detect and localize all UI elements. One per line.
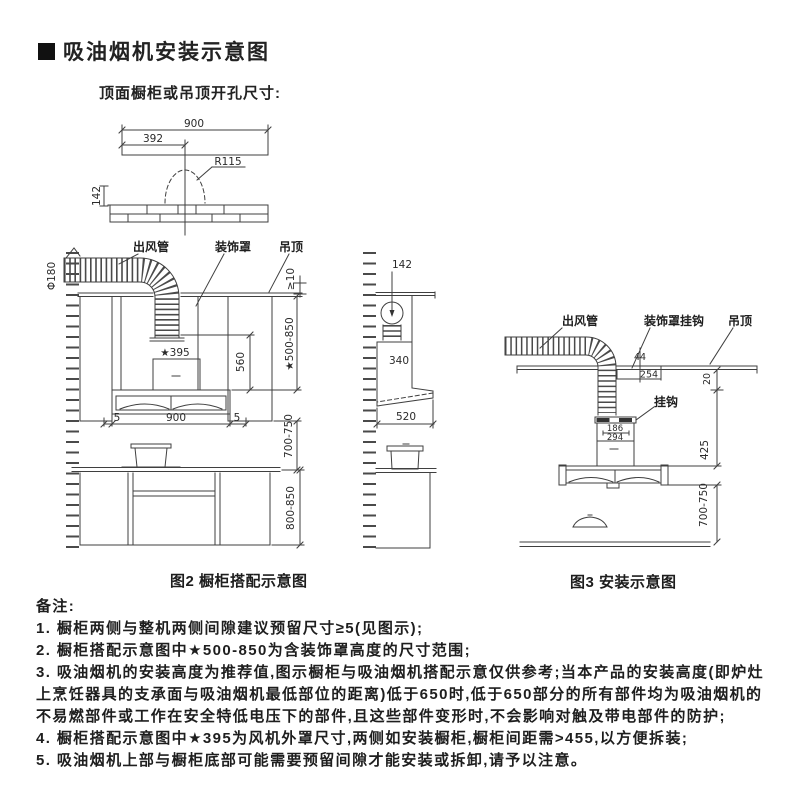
svg-text:560: 560 — [235, 352, 247, 372]
duct-sides — [382, 324, 402, 341]
label-ceiling: 吊顶 — [728, 314, 752, 328]
hood-body — [558, 464, 669, 489]
svg-text:425: 425 — [699, 440, 711, 460]
dim-900-label: 900 — [184, 118, 204, 130]
dim-total-width: 900 — [118, 118, 272, 156]
dim-chimney-height: 560 — [180, 331, 255, 394]
note-item: 3. 吸油烟机的安装高度为推荐值,图示橱柜与吸油烟机搭配示意仅供参考;当本产品的… — [36, 664, 765, 725]
hanger-bracket — [594, 416, 637, 424]
dim-duct-diameter: Φ180 — [46, 262, 58, 290]
hood-profile — [376, 341, 434, 407]
page-subtitle: 顶面橱柜或吊顶开孔尺寸: — [99, 85, 281, 102]
page-title: 吸油烟机安装示意图 — [38, 36, 270, 66]
left-cabinet — [79, 296, 113, 422]
label-hook-leader — [635, 406, 655, 421]
label-duct-leader — [539, 327, 563, 349]
note-item: 4. 橱柜搭配示意图中★395为风机外罩尺寸,两侧如安装橱柜,橱柜间距需>455… — [36, 730, 689, 747]
flexible-duct — [63, 257, 185, 342]
dim-hood-to-counter: 700-750 — [273, 414, 302, 474]
dim-ceiling-to-hood: 425 — [667, 389, 722, 470]
dim-fan-housing-width: ★395 — [160, 347, 189, 359]
dim-cover-height-range: ★500-850 — [231, 292, 302, 394]
dim-gap-right: 5 — [234, 412, 241, 424]
countertop — [71, 467, 281, 472]
duct-circle — [380, 301, 404, 325]
flexible-duct — [504, 336, 617, 416]
dim-cover-depth: 254 — [640, 370, 658, 381]
dim-body-depth: 520 — [373, 399, 437, 429]
svg-text:142: 142 — [392, 259, 412, 271]
svg-text:700-750: 700-750 — [283, 414, 295, 458]
svg-text:20: 20 — [702, 373, 713, 385]
dim-counter-height: 800-850 — [271, 466, 305, 549]
svg-text:520: 520 — [396, 411, 416, 423]
decorative-cover — [120, 296, 199, 391]
title-square-icon — [38, 42, 55, 60]
opening-drawing: 900 392 R115 142 — [91, 118, 272, 236]
side-view-drawing: 142 340 520 — [363, 252, 437, 549]
fig3-caption: 图3 安装示意图 — [570, 574, 677, 591]
label-ceiling-leader — [709, 327, 734, 365]
svg-text:700-750: 700-750 — [698, 483, 710, 527]
note-item: 1. 橱柜两侧与整机两侧间隙建议预留尺寸≥5(见图示); — [36, 620, 424, 637]
label-ceiling: 吊顶 — [279, 240, 303, 254]
dim-ceiling-gap: 20 — [702, 366, 724, 394]
notes-section: 备注: 1. 橱柜两侧与整机两侧间隙建议预留尺寸≥5(见图示); 2. 橱柜搭配… — [36, 596, 770, 772]
wall-break-icon — [65, 247, 81, 259]
base-cabinet — [79, 472, 271, 546]
hood-body — [111, 389, 231, 415]
label-duct: 出风管 — [562, 313, 598, 328]
note-item: 2. 橱柜搭配示意图中★500-850为含装饰罩高度的尺寸范围; — [36, 642, 471, 659]
dim-142-label: 142 — [91, 186, 103, 206]
dim-hood-width-row: 5 900 5 — [100, 412, 250, 428]
label-hook: 挂钩 — [654, 394, 678, 409]
label-cover-hook-leader — [631, 327, 651, 369]
fig2-drawing: Φ180 出风管 装饰罩 吊顶 560 ★395 5 900 5 ≥1 — [46, 239, 307, 553]
fan-housing — [152, 358, 201, 391]
dim-hood-to-counter: 700-750 — [667, 481, 722, 546]
dim-hook-offset: 44 — [616, 347, 662, 383]
svg-text:≥10: ≥10 — [285, 268, 297, 290]
cooking-pot — [121, 443, 181, 468]
right-cabinet — [227, 296, 273, 422]
pot-lid — [572, 514, 608, 528]
dim-gap-left: 5 — [114, 412, 121, 424]
page-title-text: 吸油烟机安装示意图 — [63, 41, 270, 64]
svg-text:44: 44 — [634, 352, 646, 363]
notes-heading: 备注: — [36, 598, 76, 615]
dim-hook-outer-width: 294 — [607, 433, 623, 443]
brick-edge — [109, 204, 269, 223]
svg-text:★500-850: ★500-850 — [284, 317, 296, 370]
base-cabinet — [375, 472, 431, 549]
countertop — [519, 541, 711, 547]
svg-text:800-850: 800-850 — [285, 486, 297, 530]
opening-arc — [164, 169, 206, 204]
ceiling-line — [375, 291, 436, 299]
dim-radius: R115 — [196, 156, 246, 181]
countertop — [375, 468, 437, 473]
dim-height: 142 — [91, 185, 109, 207]
label-duct-leader — [118, 253, 139, 265]
label-duct: 出风管 — [133, 239, 169, 254]
dim-r115-label: R115 — [214, 156, 241, 168]
dim-duct-offset: 142 — [389, 259, 412, 317]
label-ceiling-leader — [268, 253, 290, 293]
label-cover-leader — [195, 253, 225, 307]
label-cover: 装饰罩 — [214, 239, 251, 254]
dim-body-height: 340 — [389, 355, 409, 367]
fig2-caption: 图2 橱柜搭配示意图 — [170, 573, 308, 590]
fan-housing: 186 294 — [596, 422, 635, 467]
dim-hook-inner-width: 186 — [607, 424, 623, 434]
ceiling-line — [516, 365, 758, 374]
label-cover-hook: 装饰罩挂钩 — [643, 313, 704, 328]
note-item: 5. 吸油烟机上部与橱柜底部可能需要预留间隙才能安装或拆卸,请予以注意。 — [36, 752, 588, 769]
dim-offset-width: 392 — [118, 133, 189, 149]
fig3-drawing: 出风管 装饰罩挂钩 吊顶 44 254 20 挂钩 186 294 425 — [504, 313, 758, 547]
cooking-pot — [386, 443, 424, 470]
dim-hood-width: 900 — [166, 412, 186, 424]
ceiling-line — [77, 292, 303, 297]
dim-392-label: 392 — [143, 133, 163, 145]
